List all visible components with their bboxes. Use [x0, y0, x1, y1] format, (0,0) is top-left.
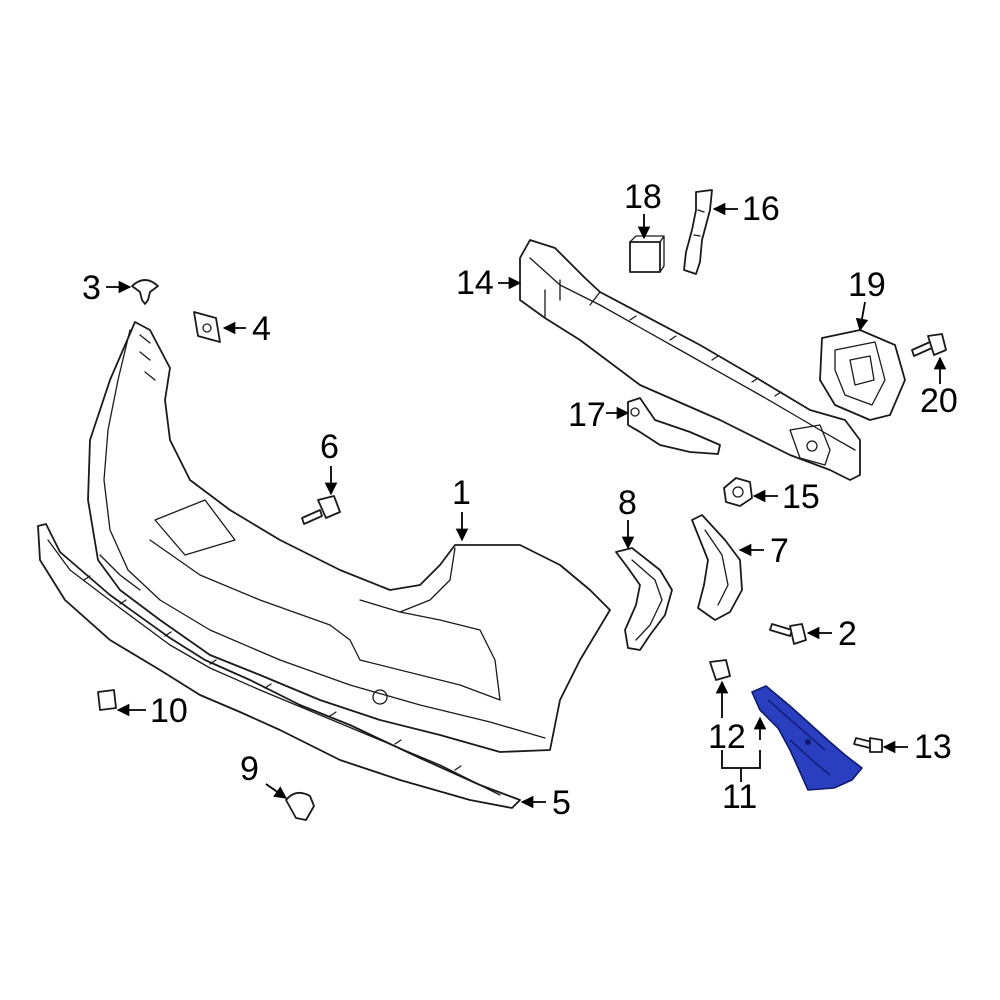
leader-9	[265, 783, 288, 799]
callout-16: 16	[742, 190, 780, 228]
callout-15: 15	[782, 478, 820, 516]
bracket-16-part	[683, 189, 713, 275]
callout-11: 11	[722, 778, 757, 816]
side-bracket-7-part	[691, 514, 743, 621]
bolt-20-part	[911, 333, 947, 357]
lower-valance-part	[37, 523, 521, 809]
callout-7: 7	[770, 532, 789, 570]
callout-8: 8	[618, 484, 637, 522]
callout-10: 10	[150, 692, 188, 730]
callout-12: 12	[708, 718, 746, 756]
push-clip-part	[131, 279, 159, 305]
callout-6: 6	[320, 428, 339, 466]
absorber-pad-part	[629, 235, 665, 273]
callout-18: 18	[624, 178, 662, 216]
side-bracket-8-part	[615, 547, 673, 651]
callout-13: 13	[914, 728, 952, 766]
bumper-cover-part	[87, 321, 611, 753]
leader-19	[855, 301, 869, 332]
impact-bar-part	[519, 239, 861, 481]
callout-4: 4	[252, 310, 271, 348]
mount-bracket-part	[819, 329, 906, 421]
bolt-6-part	[301, 495, 341, 525]
callout-14: 14	[456, 264, 494, 302]
clip-12-part	[709, 659, 731, 681]
callout-9: 9	[240, 750, 259, 788]
callout-5: 5	[552, 784, 571, 822]
callout-3: 3	[82, 269, 101, 307]
callout-labels: 1 2 3 4 5 6 7 8 9 10 11 12 13 14 15 16 1…	[82, 178, 958, 822]
nut-15-part	[723, 477, 753, 507]
callout-1: 1	[452, 474, 471, 512]
tow-hook-cap-part	[285, 791, 315, 821]
bracket-assembly-11-part	[751, 685, 863, 791]
screw-13-part	[853, 737, 883, 753]
leader-lines	[106, 202, 947, 809]
callout-19: 19	[848, 266, 886, 304]
clip-nut-part	[193, 311, 221, 343]
callout-17: 17	[568, 396, 606, 434]
bolt-2-part	[769, 623, 807, 645]
callout-2: 2	[838, 615, 857, 653]
bracket-17-part	[627, 397, 721, 455]
callout-20: 20	[920, 382, 958, 420]
clip-10-part	[97, 689, 117, 711]
